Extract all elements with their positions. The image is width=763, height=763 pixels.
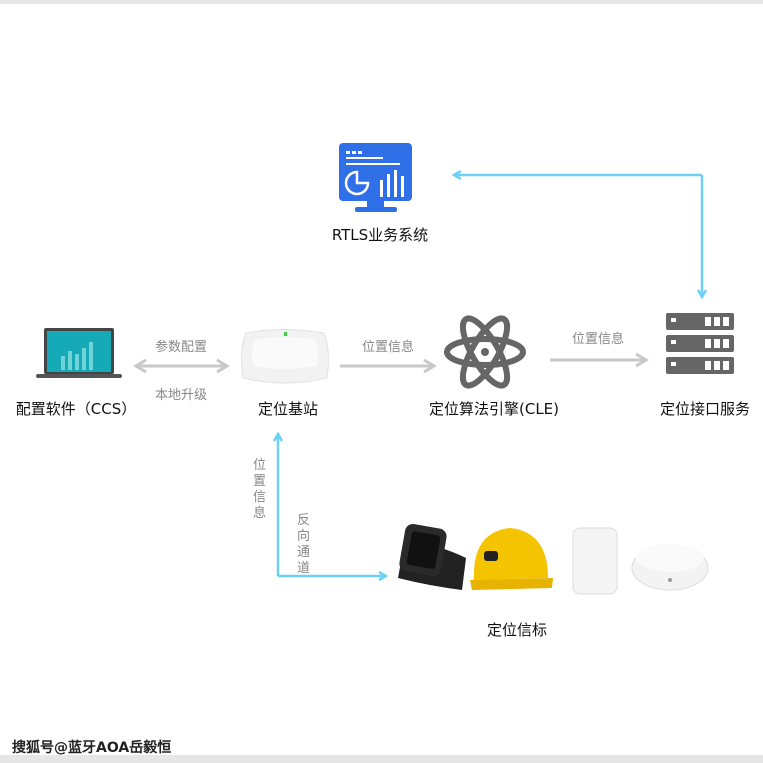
laptop-icon — [36, 328, 122, 378]
position-edge-label-1: 位置信息 — [361, 340, 415, 355]
beacon-round-icon — [631, 544, 709, 591]
beacon-card-icon — [572, 527, 618, 595]
rtls-system-label: RTLS业务系统 — [331, 226, 429, 244]
helmet-icon — [470, 528, 553, 590]
ccs-label: 配置软件（CCS） — [15, 400, 137, 418]
tags-label: 定位信标 — [486, 621, 548, 639]
atom-icon — [444, 315, 526, 389]
bottom-border — [0, 755, 763, 763]
cle-label: 定位算法引擎(CLE) — [428, 400, 560, 418]
position-edge-label-2: 位置信息 — [571, 332, 625, 347]
smartwatch-icon — [398, 523, 466, 590]
position-up-label: 位置信息 — [253, 458, 267, 521]
watermark: 搜狐号@蓝牙AOA岳毅恒 — [12, 740, 172, 756]
server-icon — [666, 313, 734, 374]
anchor-tags-connector — [278, 434, 386, 576]
rtls-api-connector — [454, 175, 702, 297]
anchor-label: 定位基站 — [257, 400, 319, 418]
api-service-label: 定位接口服务 — [659, 400, 751, 418]
reverse-channel-label: 反向通道 — [297, 513, 311, 576]
rtls-monitor-icon — [339, 143, 412, 212]
base-station-icon — [241, 329, 329, 384]
config-edge-label: 参数配置 — [154, 340, 208, 355]
top-border — [0, 0, 763, 4]
upgrade-edge-label: 本地升级 — [154, 388, 208, 403]
